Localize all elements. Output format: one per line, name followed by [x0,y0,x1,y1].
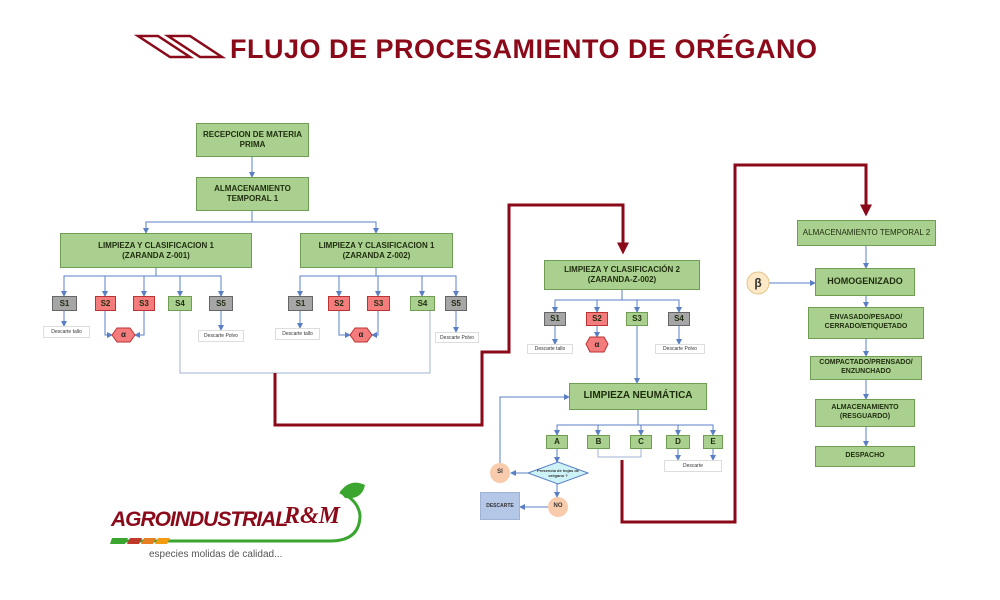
s5-box: S5 [209,296,233,311]
descarte-tallo-note: Descarte tallo [275,328,320,340]
alpha-hexagon [585,336,609,353]
si-circle [490,463,510,483]
descarte-note: Descarte [664,460,722,472]
descarte-polvo-note: Descarte Polvo [198,330,244,342]
limpieza-1-z001-box: LIMPIEZA Y CLASIFICACION 1 (ZARANDA Z-00… [60,233,252,268]
beta-circle [746,271,770,295]
s3-box: S3 [367,296,390,311]
flow-arrows [273,163,872,524]
s2-box: S2 [95,296,116,311]
output-d-box: D [666,435,690,449]
s4-box: S4 [410,296,435,311]
output-c-box: C [630,435,652,449]
envasado-box: ENVASADO/PESADO/ CERRADO/ETIQUETADO [808,307,924,339]
almacenamiento-resguardo-box: ALMACENAMIENTO (RESGUARDO) [815,399,915,427]
almacenamiento-2-box: ALMACENAMIENTO TEMPORAL 2 [797,220,936,246]
output-b-box: B [587,435,610,449]
s4-box: S4 [168,296,192,311]
alpha-hexagon [349,327,373,343]
s1-box: S1 [544,312,566,326]
si-label: SI [497,469,503,476]
no-circle [548,497,568,517]
s2-box: S2 [586,312,608,326]
logo-wordmark: AGROINDUSTRIAL [111,508,288,531]
decision-diamond [526,461,590,485]
s2-box: S2 [328,296,350,311]
limpieza-neumatica-box: LIMPIEZA NEUMÁTICA [569,383,707,410]
beta-label: β [754,275,762,290]
s4-box: S4 [668,312,690,326]
descarte-box: DESCARTE [480,492,520,520]
alpha-label: α [358,330,364,339]
descarte-tallo-note: Descarte tallo [527,344,573,354]
s3-box: S3 [626,312,648,326]
page-title: FLUJO DE PROCESAMIENTO DE ORÉGANO [230,34,818,64]
limpieza-2-box: LIMPIEZA Y CLASIFICACIÓN 2 (ZARANDA-Z-00… [544,260,700,290]
s3-box: S3 [133,296,155,311]
s5-box: S5 [445,296,467,311]
logo-graphic [110,482,365,544]
s1-box: S1 [288,296,313,311]
descarte-polvo-note: Descarte Polvo [435,332,479,343]
output-e-box: E [703,435,723,449]
alpha-label: α [121,330,126,339]
despacho-box: DESPACHO [815,446,915,467]
output-a-box: A [546,435,568,449]
logo-brand: R&M [284,503,341,529]
no-label: NO [553,503,563,510]
descarte-tallo-note: Descarte tallo [43,326,90,338]
alpha-hexagon [111,327,136,343]
descarte-polvo-note: Descarte Polvo [655,344,705,354]
logo-tagline: especies molidas de calidad... [149,549,283,560]
compactado-box: COMPACTADO/PRENSADO/ ENZUNCHADO [810,356,922,380]
s1-box: S1 [52,296,77,311]
almacenamiento-1-box: ALMACENAMIENTO TEMPORAL 1 [196,177,309,211]
homogenizado-box: HOMOGENIZADO [815,268,915,296]
alpha-label: α [594,339,600,349]
title-stripes-icon [133,34,227,59]
decision-label: Presencia de hojas de orégano ? [536,468,580,478]
recepcion-box: RECEPCION DE MATERIA PRIMA [196,123,309,157]
limpieza-1-z002-box: LIMPIEZA Y CLASIFICACION 1 (ZARANDA Z-00… [300,233,453,268]
